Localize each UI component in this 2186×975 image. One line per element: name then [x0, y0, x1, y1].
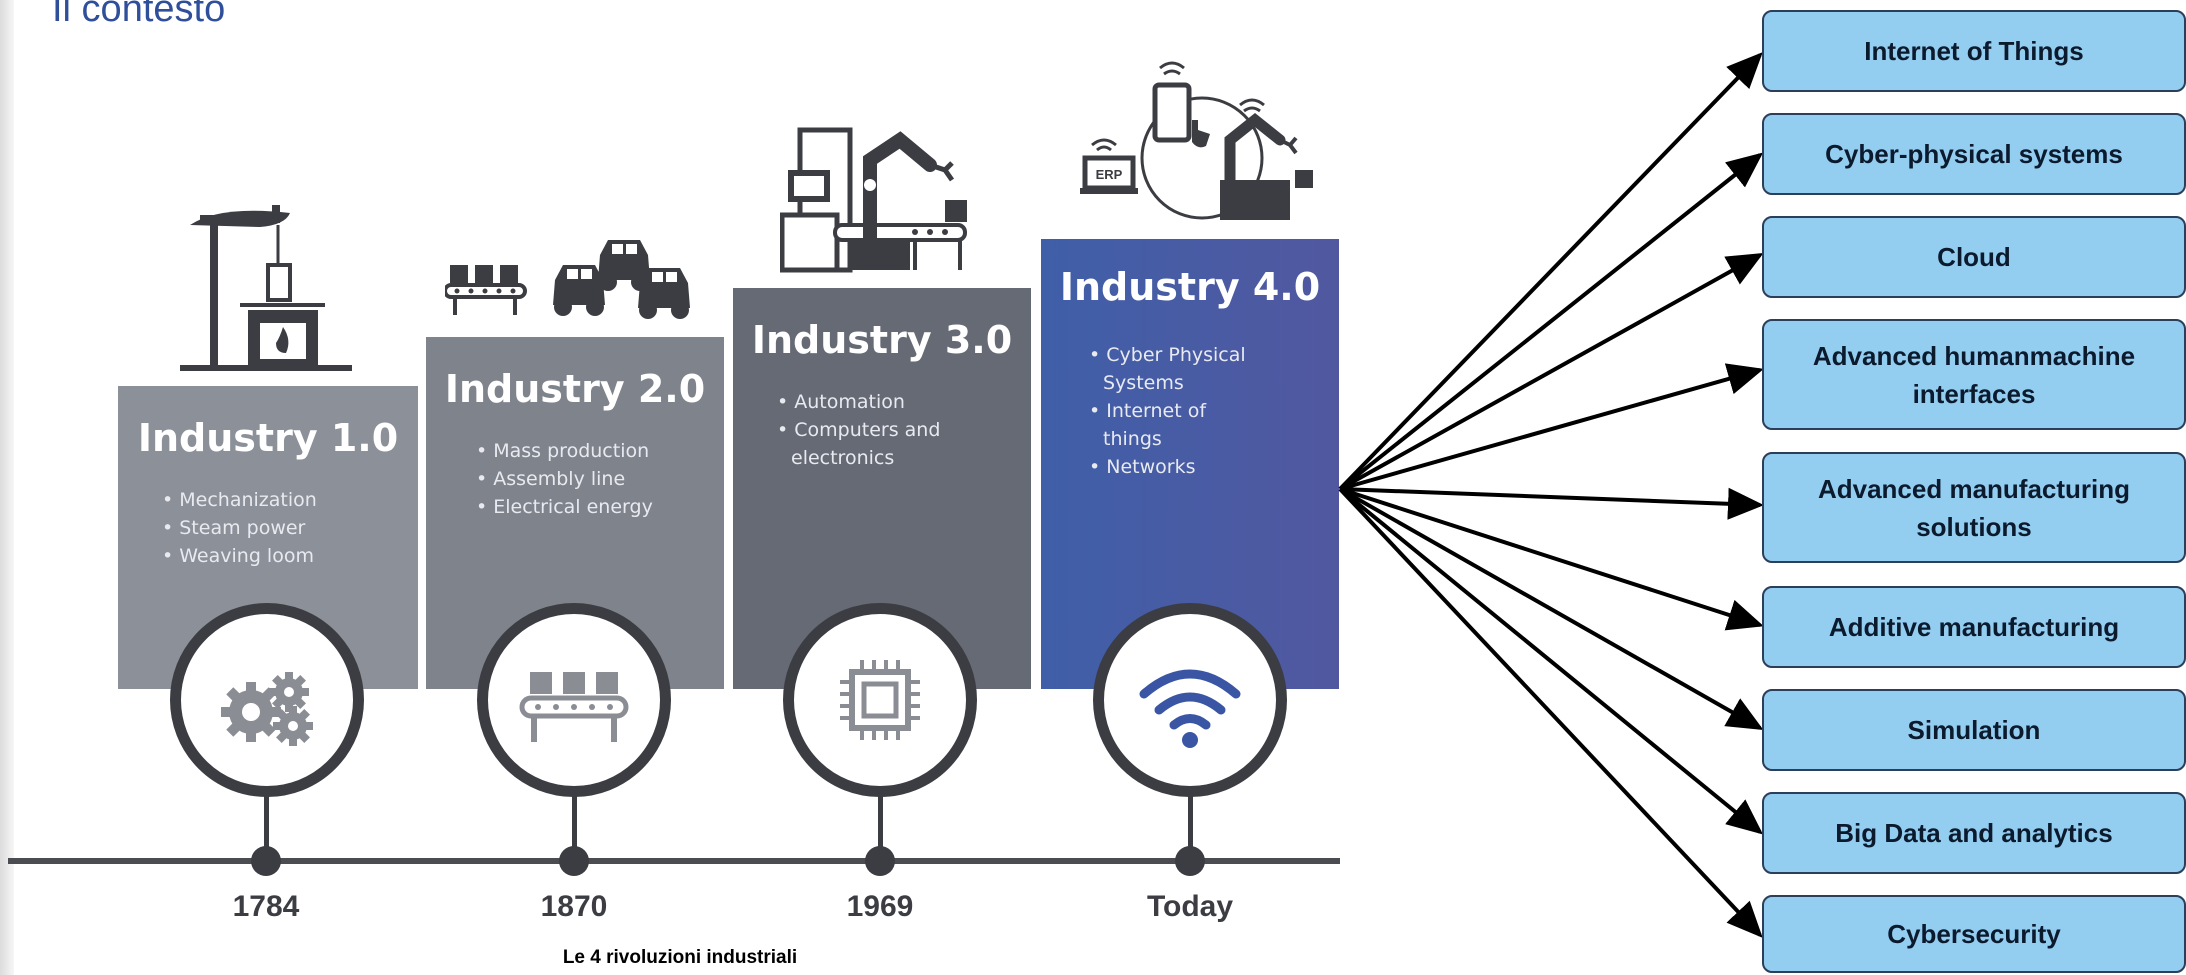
timeline-stem: [878, 770, 883, 860]
industry-4-list: Cyber Physical Systems Internet of thing…: [1089, 341, 1269, 481]
gears-icon: [221, 672, 313, 746]
tech-box-manufacturing-solutions: Advanced manufacturing solutions: [1762, 452, 2186, 563]
cars-conveyor-illustration: [445, 240, 690, 319]
arrow: [1339, 487, 1764, 520]
year-label: Today: [1146, 890, 1234, 923]
wifi-icon: [1139, 669, 1241, 748]
timeline-axis: [8, 858, 1340, 864]
list-item: Weaving loom: [162, 542, 317, 570]
industry-2-list: Mass production Assembly line Electrical…: [476, 437, 653, 521]
tech-box-cybersecurity: Cybersecurity: [1762, 895, 2186, 973]
industry-3-list: Automation Computers and electronics: [777, 388, 977, 472]
industry-2-title: Industry 2.0: [444, 367, 706, 411]
tech-box-simulation: Simulation: [1762, 689, 2186, 771]
industry-2-icon-circle: [477, 603, 671, 797]
arrow: [1338, 487, 1764, 835]
robot-computer-illustration: [780, 127, 967, 273]
list-item: Computers and electronics: [777, 416, 977, 472]
list-item: Electrical energy: [476, 493, 653, 521]
slide-edge: [0, 0, 14, 975]
tech-box-additive: Additive manufacturing: [1762, 586, 2186, 668]
list-item: Automation: [777, 388, 977, 416]
connected-factory-illustration: ERP: [1080, 61, 1313, 220]
industry-1-title: Industry 1.0: [137, 416, 399, 460]
arrow: [1338, 487, 1763, 938]
list-item: Assembly line: [476, 465, 653, 493]
chip-icon: [840, 660, 920, 740]
year-label: 1870: [540, 890, 608, 923]
arrow: [1339, 253, 1764, 491]
list-item: Cyber Physical Systems: [1089, 341, 1269, 397]
timeline-stem: [264, 770, 269, 860]
timeline-stem: [572, 770, 577, 860]
list-item: Mechanization: [162, 486, 317, 514]
industry-3-icon-circle: [783, 603, 977, 797]
arrow: [1339, 363, 1764, 491]
timeline-stem: [1188, 770, 1193, 860]
arrow: [1339, 487, 1764, 631]
timeline-dot: [559, 846, 589, 876]
list-item: Internet of things: [1089, 397, 1269, 453]
erp-label: ERP: [1096, 167, 1123, 182]
list-item: Networks: [1089, 453, 1269, 481]
figure-caption: Le 4 rivoluzioni industriali: [562, 947, 798, 968]
tech-box-iot: Internet of Things: [1762, 10, 2186, 92]
list-item: Mass production: [476, 437, 653, 465]
slide-title: Il contesto: [52, 0, 226, 30]
industry-4-title: Industry 4.0: [1059, 265, 1321, 309]
year-label: 1784: [232, 890, 300, 923]
industry-3-title: Industry 3.0: [751, 318, 1013, 362]
tech-box-cps: Cyber-physical systems: [1762, 113, 2186, 195]
tech-box-hmi: Advanced humanmachine interfaces: [1762, 319, 2186, 430]
industry-4-icon-circle: [1093, 603, 1287, 797]
arrow: [1338, 52, 1763, 491]
arrow: [1339, 487, 1764, 730]
timeline-dot: [251, 846, 281, 876]
arrow: [1338, 152, 1764, 491]
steam-engine-illustration: [180, 205, 352, 371]
industry-1-list: Mechanization Steam power Weaving loom: [162, 486, 317, 570]
tech-box-cloud: Cloud: [1762, 216, 2186, 298]
list-item: Steam power: [162, 514, 317, 542]
industry-1-icon-circle: [170, 603, 364, 797]
timeline-dot: [1175, 846, 1205, 876]
tech-box-big-data: Big Data and analytics: [1762, 792, 2186, 874]
timeline-dot: [865, 846, 895, 876]
year-label: 1969: [846, 890, 914, 923]
conveyor-icon: [519, 672, 629, 742]
